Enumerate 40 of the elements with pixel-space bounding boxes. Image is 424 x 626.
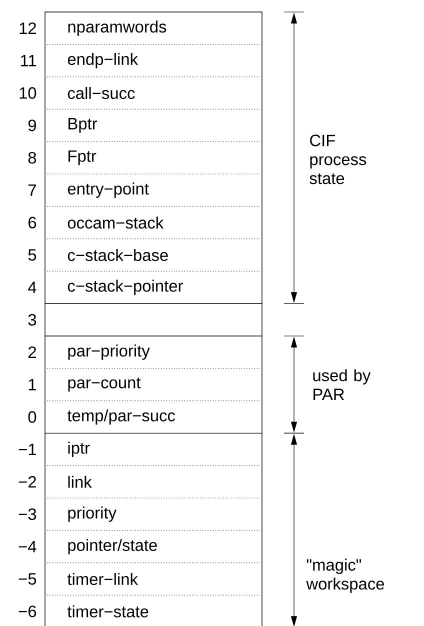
field-name: pointer/state — [68, 538, 157, 554]
field-name: timer−state — [67, 605, 148, 618]
offset-number: 3 — [28, 314, 36, 326]
field-name: c−stack−pointer — [68, 280, 183, 296]
field-name: timer−link — [67, 572, 138, 586]
offset-number: −3 — [18, 508, 36, 520]
field-name: link — [68, 476, 92, 488]
field-name: par−count — [68, 378, 141, 392]
field-name: call−succ — [68, 86, 135, 100]
field-name: occam−stack — [68, 216, 164, 229]
offset-number: −1 — [18, 444, 36, 456]
offset-number: 11 — [20, 54, 36, 66]
field-name: c−stack−base — [68, 248, 168, 262]
offset-number: 1 — [28, 378, 36, 390]
offset-number: 0 — [28, 411, 36, 423]
field-name: nparamwords — [68, 20, 166, 36]
offset-number: 2 — [28, 346, 36, 358]
field-name: entry−point — [68, 182, 149, 198]
range-label: "magic" workspace — [306, 558, 384, 593]
field-name: Fptr — [68, 150, 96, 166]
offset-number: −2 — [18, 476, 36, 488]
offset-number: 6 — [28, 216, 36, 228]
offset-number: 8 — [28, 152, 36, 164]
range-label: used by PAR — [313, 369, 371, 400]
offset-number: 9 — [28, 120, 36, 132]
offset-number: 4 — [28, 282, 36, 294]
field-name: temp/par−succ — [67, 409, 176, 425]
field-name: iptr — [68, 442, 90, 458]
offset-number: −6 — [18, 606, 36, 618]
offset-number: 12 — [20, 22, 36, 34]
field-name: endp−link — [68, 52, 138, 68]
range-label: CIF process state — [310, 134, 366, 184]
offset-number: −4 — [18, 540, 36, 552]
offset-number: −5 — [18, 573, 36, 585]
field-name: Bptr — [68, 118, 98, 133]
offset-number: 5 — [28, 249, 36, 261]
offset-number: 10 — [20, 87, 36, 99]
field-name: priority — [68, 506, 116, 522]
offset-number: 7 — [28, 184, 36, 196]
field-name: par−priority — [68, 344, 150, 360]
